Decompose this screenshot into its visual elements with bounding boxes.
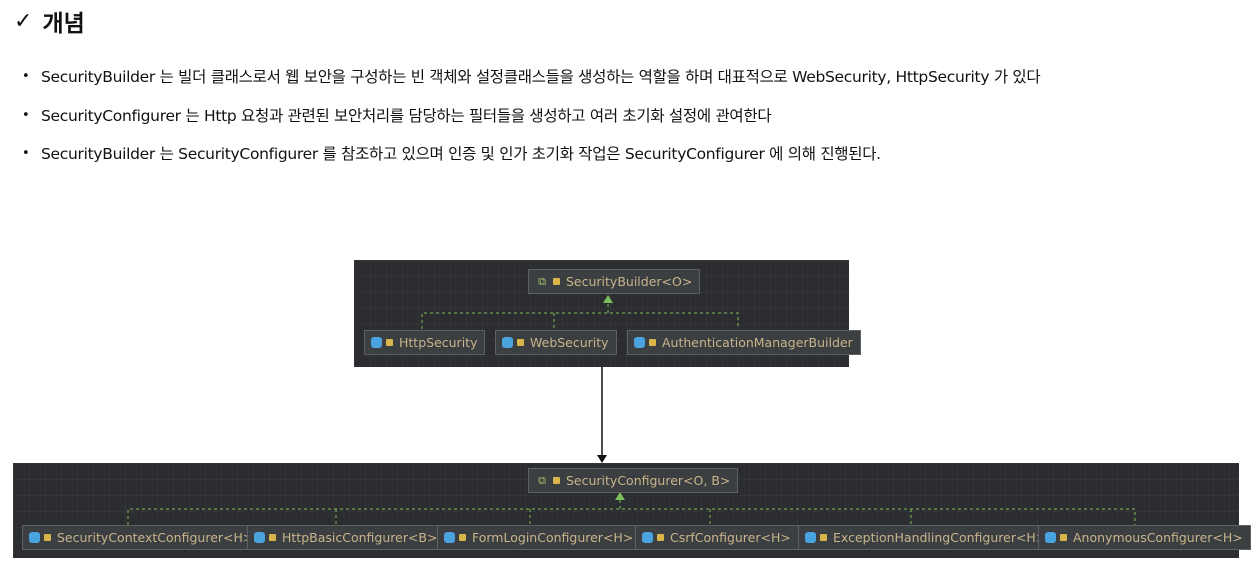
node-form-login-configurer[interactable]: FormLoginConfigurer<H>: [437, 525, 642, 550]
node-authentication-manager-builder[interactable]: AuthenticationManagerBuilder: [627, 330, 861, 355]
node-label: SecurityBuilder<O>: [566, 274, 693, 289]
configurer-edge-line: [127, 508, 1136, 525]
node-label: AuthenticationManagerBuilder: [662, 335, 853, 350]
lock-icon: [553, 477, 560, 484]
node-label: FormLoginConfigurer<H>: [472, 530, 634, 545]
concept-list: SecurityBuilder 는 빌더 클래스로서 웹 보안을 구성하는 빈 …: [22, 66, 1041, 182]
lock-icon: [657, 534, 664, 541]
node-csrf-configurer[interactable]: CsrfConfigurer<H>: [635, 525, 799, 550]
builder-edge-line: [421, 312, 739, 329]
association-arrow: [597, 367, 607, 463]
lock-icon: [553, 278, 560, 285]
node-label: SecurityConfigurer<O, B>: [566, 473, 731, 488]
lock-icon: [459, 534, 466, 541]
node-security-context-configurer[interactable]: SecurityContextConfigurer<H>: [22, 525, 262, 550]
class-icon: [805, 532, 816, 543]
inheritance-arrowhead: [615, 492, 625, 500]
node-label: ExceptionHandlingConfigurer<H>: [833, 530, 1047, 545]
node-label: HttpBasicConfigurer<B>: [282, 530, 438, 545]
configurer-edges: [127, 492, 1136, 525]
node-label: HttpSecurity: [399, 335, 478, 350]
lock-icon: [649, 339, 656, 346]
lock-icon: [820, 534, 827, 541]
class-icon: [371, 337, 382, 348]
lock-icon: [269, 534, 276, 541]
node-http-security[interactable]: HttpSecurity: [364, 330, 486, 355]
lock-icon: [517, 339, 524, 346]
class-icon: [634, 337, 645, 348]
node-security-configurer[interactable]: ⧉ SecurityConfigurer<O, B>: [528, 468, 739, 493]
class-icon: [29, 532, 40, 543]
security-configurer-diagram: ⧉ SecurityConfigurer<O, B> SecurityConte…: [13, 463, 1251, 558]
class-icon: [502, 337, 513, 348]
node-web-security[interactable]: WebSecurity: [495, 330, 617, 355]
class-icon: [1045, 532, 1056, 543]
lock-icon: [44, 534, 51, 541]
interface-icon: ⧉: [538, 474, 546, 487]
security-builder-diagram: ⧉ SecurityBuilder<O> HttpSecurity WebSec…: [354, 260, 861, 367]
section-title: 개념: [42, 11, 85, 37]
concept-item: SecurityConfigurer 는 Http 요청과 관련된 보안처리를 …: [22, 105, 1040, 144]
node-http-basic-configurer[interactable]: HttpBasicConfigurer<B>: [247, 525, 446, 550]
node-label: CsrfConfigurer<H>: [670, 530, 791, 545]
node-security-builder[interactable]: ⧉ SecurityBuilder<O>: [528, 269, 701, 294]
node-label: WebSecurity: [530, 335, 609, 350]
section-heading: ✓ 개념: [14, 4, 85, 38]
node-anonymous-configurer[interactable]: AnonymousConfigurer<H>: [1038, 525, 1251, 550]
node-exception-handling-configurer[interactable]: ExceptionHandlingConfigurer<H>: [798, 525, 1055, 550]
concept-item: SecurityBuilder 는 SecurityConfigurer 를 참…: [22, 143, 1040, 182]
checkmark-icon: ✓: [14, 8, 33, 34]
builder-edges: [421, 295, 739, 329]
association-arrowhead: [597, 455, 607, 463]
inheritance-arrowhead: [603, 295, 613, 303]
node-label: SecurityContextConfigurer<H>: [57, 530, 254, 545]
class-icon: [642, 532, 653, 543]
lock-icon: [386, 339, 393, 346]
lock-icon: [1060, 534, 1067, 541]
class-icon: [254, 532, 265, 543]
concept-item: SecurityBuilder 는 빌더 클래스로서 웹 보안을 구성하는 빈 …: [22, 66, 1041, 105]
interface-icon: ⧉: [538, 275, 546, 288]
node-label: AnonymousConfigurer<H>: [1073, 530, 1243, 545]
class-icon: [444, 532, 455, 543]
